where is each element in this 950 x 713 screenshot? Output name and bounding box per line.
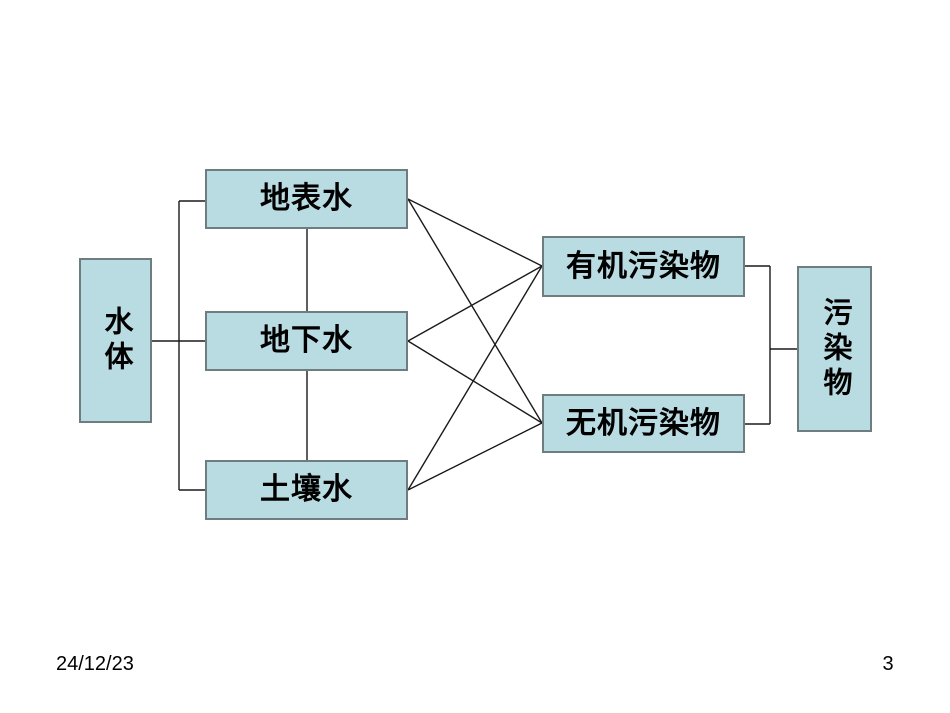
edge-soil-inorganic bbox=[407, 422, 543, 491]
edge-soil-organic bbox=[407, 265, 543, 491]
footer-page-number: 3 bbox=[882, 653, 894, 675]
edge-ground-organic bbox=[407, 265, 543, 342]
edge-surface-inorganic bbox=[407, 198, 543, 424]
node-ground-water: 地下水 bbox=[205, 311, 408, 371]
node-soil-water: 土壤水 bbox=[205, 460, 408, 520]
edge-surface-organic bbox=[407, 198, 543, 267]
footer-date: 24/12/23 bbox=[56, 653, 134, 675]
node-inorganic-pollutant: 无机污染物 bbox=[542, 394, 745, 453]
node-organic-pollutant: 有机污染物 bbox=[542, 236, 745, 297]
node-water-body: 水体 bbox=[79, 258, 152, 423]
node-pollutant: 污染物 bbox=[797, 266, 872, 432]
edge-ground-inorganic bbox=[407, 340, 543, 424]
node-surface-water: 地表水 bbox=[205, 169, 408, 229]
